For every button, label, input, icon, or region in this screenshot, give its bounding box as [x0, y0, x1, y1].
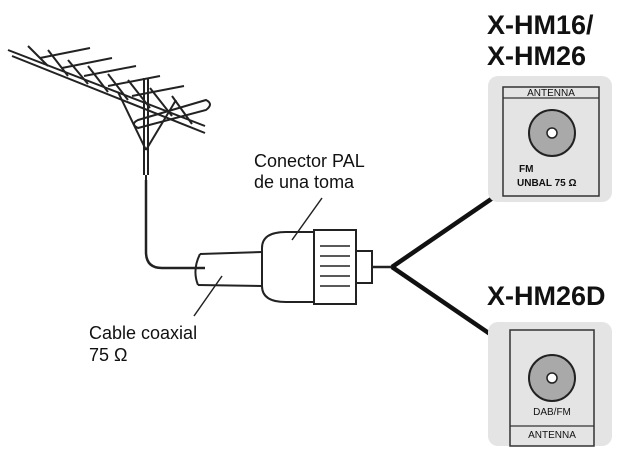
cable-leader-line: [193, 275, 223, 317]
pal-connector: [261, 229, 392, 305]
top-antenna-panel: [488, 76, 612, 202]
coaxial-cable: [194, 251, 263, 287]
model-label-bottom: X-HM26D: [487, 281, 606, 311]
connector-label-line2: de una toma: [254, 172, 355, 192]
connector-leader-line: [291, 197, 323, 241]
connector-label-line1: Conector PAL: [254, 151, 365, 171]
top-jack-label-unbal: UNBAL 75 Ω: [517, 178, 577, 189]
antenna-icon: [7, 45, 211, 270]
bottom-antenna-panel: [488, 322, 612, 447]
cable-label-line2: 75 Ω: [89, 345, 128, 365]
bottom-panel-footer: ANTENNA: [528, 430, 576, 441]
top-jack-label-fm: FM: [519, 164, 533, 175]
top-panel-header: ANTENNA: [527, 88, 575, 99]
bottom-jack-label: DAB/FM: [533, 407, 571, 418]
model-label-top-line1: X-HM16/: [487, 10, 594, 40]
model-label-top-line2: X-HM26: [487, 41, 587, 71]
cable-label-line1: Cable coaxial: [89, 323, 198, 343]
